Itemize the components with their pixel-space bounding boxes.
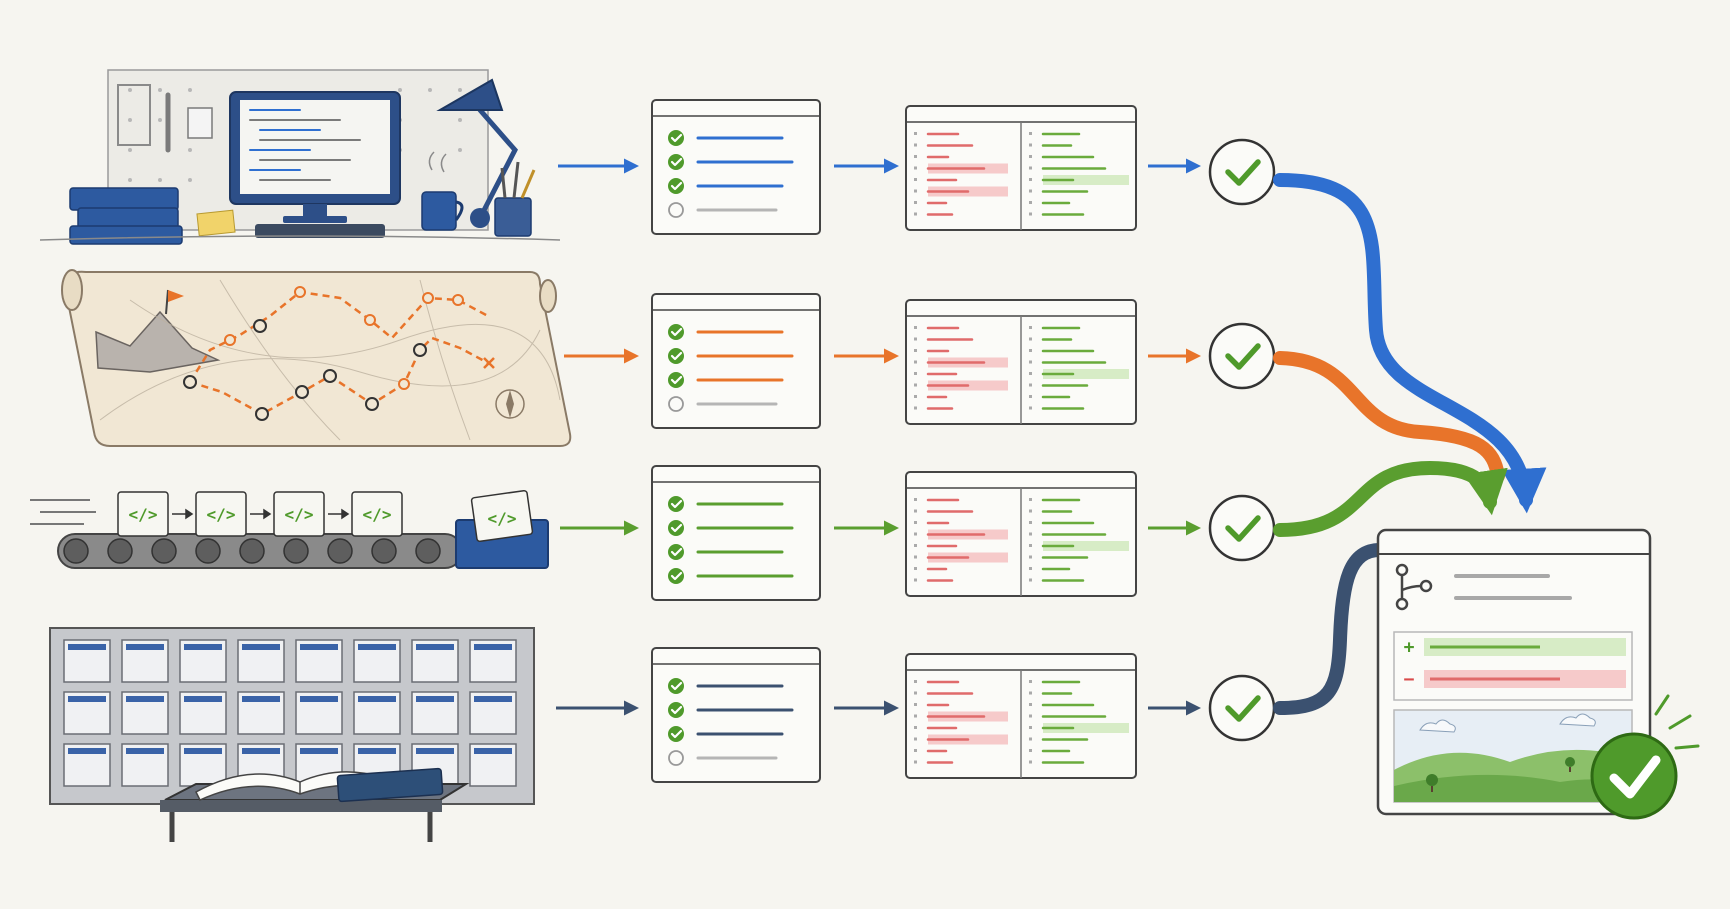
checklist-item-done: [668, 154, 794, 170]
diff-card-library: [905, 653, 1137, 779]
lane-arrows: [556, 158, 1201, 716]
check-icon: [668, 544, 684, 560]
approved-check-icon: [1208, 322, 1276, 390]
check-icon: [668, 130, 684, 146]
check-icon: [668, 154, 684, 170]
checklist-card-library: [651, 647, 821, 783]
branch-merge-icon: [1395, 563, 1433, 611]
checklist-item-open: [668, 202, 778, 218]
checklist-item-done: [668, 678, 784, 694]
code-glyph: </>: [285, 505, 314, 524]
code-glyph: </>: [129, 505, 158, 524]
code-document-icon: [117, 491, 403, 537]
diff-card-workspace: [905, 105, 1137, 231]
diff-card-roadmap: [905, 299, 1137, 425]
checklist-item-done: [668, 544, 784, 560]
checklist-item-done: [668, 348, 794, 364]
diff-removed-glyph: −: [1404, 669, 1415, 690]
check-icon: [668, 568, 684, 584]
checklist-item-done: [668, 324, 784, 340]
checklist-card-workspace: [651, 99, 821, 235]
check-icon: [668, 678, 684, 694]
checklist-item-open: [668, 750, 778, 766]
landscape-preview-icon: [1393, 709, 1633, 803]
check-icon: [668, 726, 684, 742]
desk-workstation-icon: [39, 69, 561, 245]
check-icon: [668, 324, 684, 340]
checklist-item-done: [668, 702, 794, 718]
check-icon: [668, 520, 684, 536]
conveyor-belt-icon: </> </> </> </> </>: [30, 489, 549, 569]
route-map-icon: [61, 269, 572, 447]
check-icon: [668, 702, 684, 718]
archive-shelves-icon: [49, 627, 535, 842]
check-icon: [668, 178, 684, 194]
merged-result-window: + −: [1376, 528, 1700, 820]
unchecked-icon: [668, 396, 684, 412]
checklist-item-done: [668, 520, 794, 536]
check-icon: [668, 372, 684, 388]
diff-added-glyph: +: [1404, 637, 1415, 658]
check-icon: [668, 496, 684, 512]
code-glyph: </>: [363, 505, 392, 524]
checklist-item-done: [668, 130, 784, 146]
checklist-item-open: [668, 396, 778, 412]
merge-paths: [1273, 173, 1547, 715]
code-glyph: </>: [488, 509, 517, 528]
checklist-item-done: [668, 568, 794, 584]
checklist-card-roadmap: [651, 293, 821, 429]
approved-check-icon: [1208, 494, 1276, 562]
check-badge-icon: [1590, 694, 1700, 820]
checklist-item-done: [668, 496, 784, 512]
checklist-item-done: [668, 372, 784, 388]
checklist-card-pipeline: [651, 465, 821, 601]
code-glyph: </>: [207, 505, 236, 524]
diff-card-pipeline: [905, 471, 1137, 597]
approved-check-icon: [1208, 138, 1276, 206]
unchecked-icon: [668, 750, 684, 766]
check-icon: [668, 348, 684, 364]
approved-check-icon: [1208, 674, 1276, 742]
checklist-item-done: [668, 726, 784, 742]
unchecked-icon: [668, 202, 684, 218]
checklist-item-done: [668, 178, 784, 194]
